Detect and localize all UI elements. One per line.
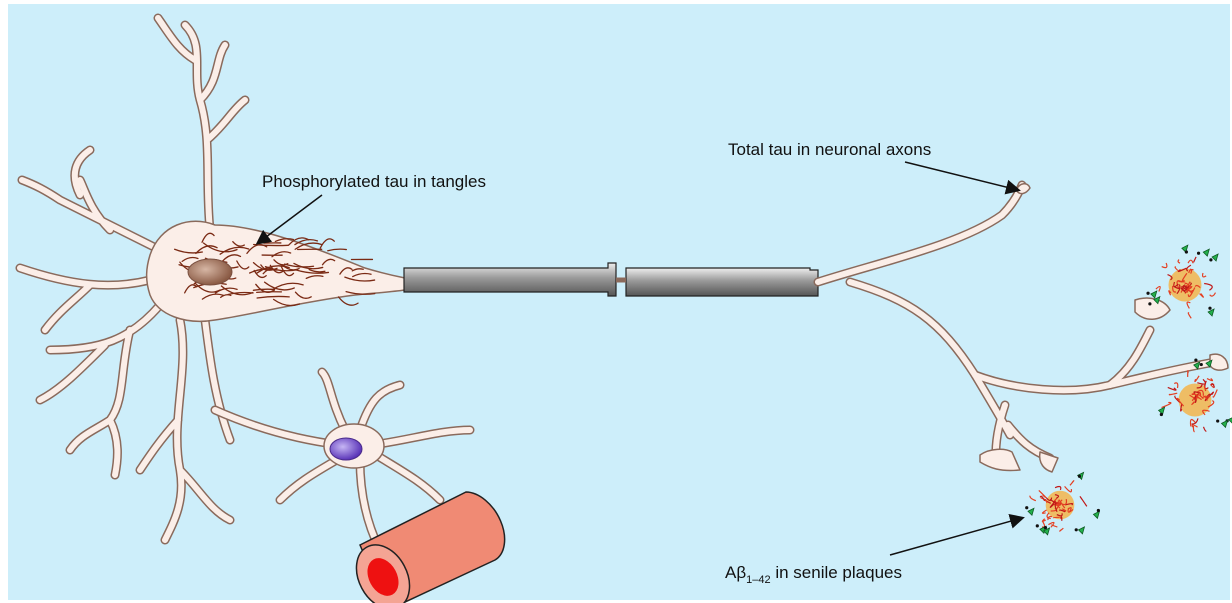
- plaque-dot: [1097, 509, 1100, 512]
- plaque-dot: [1185, 250, 1188, 253]
- plaque-dot: [1044, 526, 1047, 529]
- neuron-nucleus: [188, 259, 232, 285]
- plaque-dot: [1197, 252, 1200, 255]
- plaque-dot: [1025, 506, 1028, 509]
- abeta-label-suffix: in senile plaques: [771, 563, 902, 582]
- plaque-fibril: [1192, 393, 1195, 394]
- plaque-dot: [1160, 413, 1163, 416]
- plaque-dot: [1209, 258, 1212, 261]
- plaque-dot: [1216, 419, 1219, 422]
- plaque-dot: [1200, 363, 1203, 366]
- plaque-dot: [1036, 524, 1039, 527]
- plaque-dot: [1078, 475, 1081, 478]
- plaque-dot: [1208, 307, 1211, 310]
- abeta-label-prefix: Aβ: [725, 563, 746, 582]
- total-tau-label: Total tau in neuronal axons: [728, 140, 931, 159]
- tangles-label: Phosphorylated tau in tangles: [262, 172, 486, 191]
- axon-segment-2: [626, 268, 818, 296]
- plaque-dot: [1194, 359, 1197, 362]
- plaque-dot: [1075, 528, 1078, 531]
- axon: [404, 263, 818, 296]
- plaque-fibril: [1181, 286, 1186, 287]
- plaque-dot: [1146, 292, 1149, 295]
- axon-segment-1: [404, 263, 616, 296]
- glial-nucleus: [330, 438, 362, 460]
- plaque-dot: [1148, 302, 1151, 305]
- abeta-label-subscript: 1–42: [746, 574, 770, 586]
